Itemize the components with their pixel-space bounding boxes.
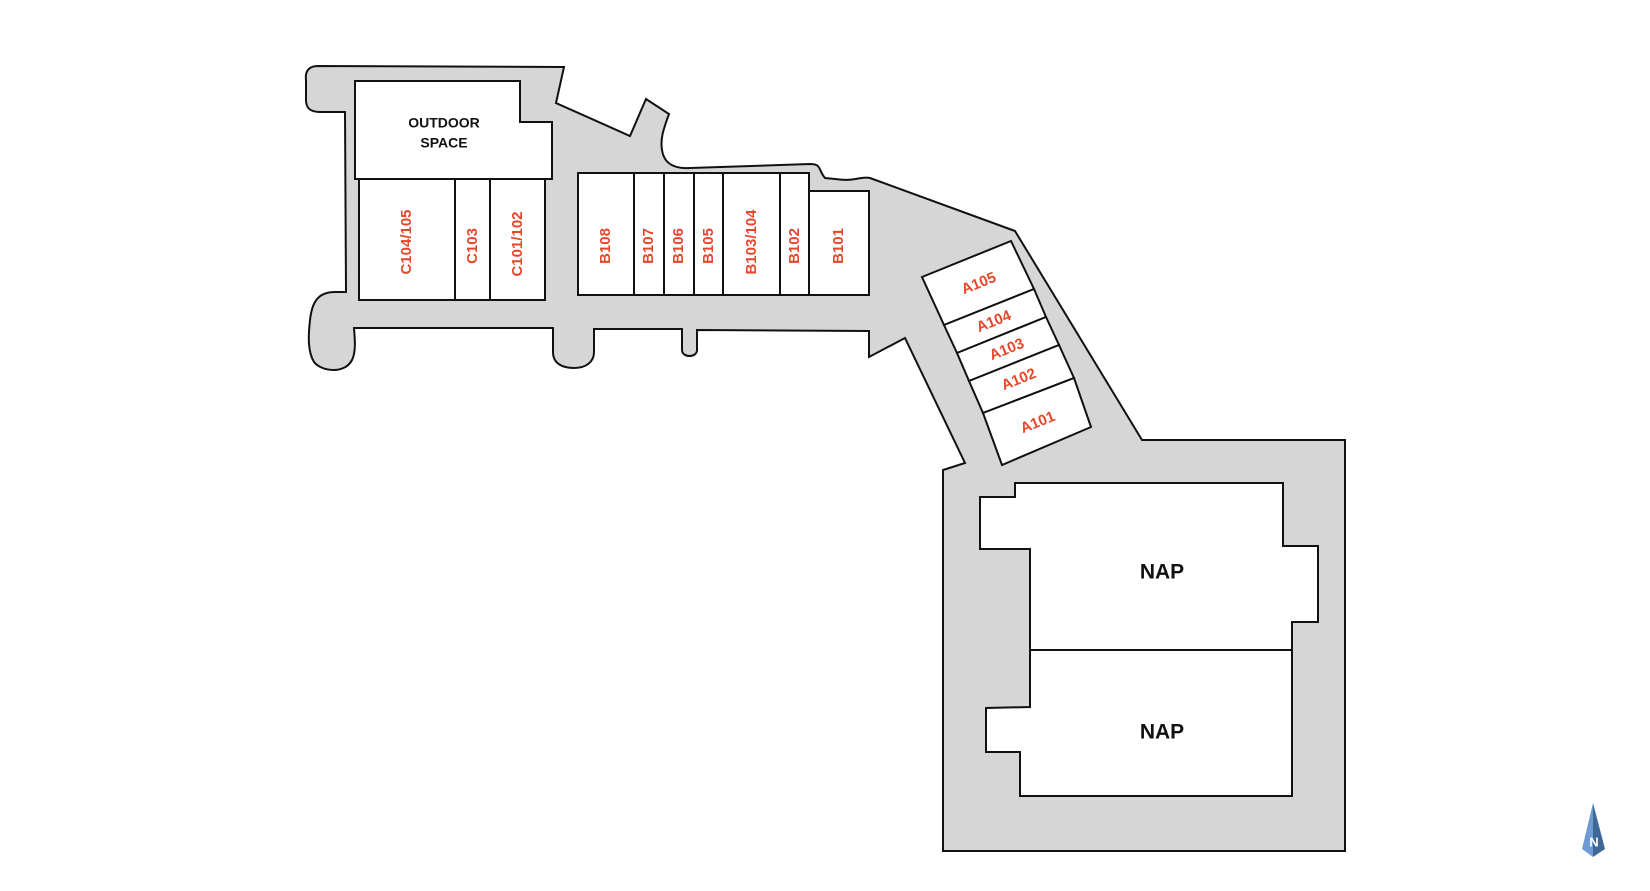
north-arrow-dark-face xyxy=(1593,803,1605,857)
north-arrow-light-face xyxy=(1582,803,1593,857)
nap-area-north[interactable] xyxy=(979,482,1319,651)
unit-b105[interactable] xyxy=(693,172,724,296)
building-c: C104/105 C103 C101/102 xyxy=(358,178,546,301)
unit-c101-102[interactable] xyxy=(489,178,546,301)
unit-b102[interactable] xyxy=(779,172,810,296)
unit-b106[interactable] xyxy=(663,172,695,296)
unit-b103-104[interactable] xyxy=(722,172,781,296)
north-arrow-icon: N xyxy=(1582,803,1605,857)
nap-area-south[interactable] xyxy=(985,649,1293,797)
unit-c103[interactable] xyxy=(454,178,491,301)
north-letter: N xyxy=(1589,834,1598,849)
nap-block: NAP NAP xyxy=(979,482,1319,797)
outdoor-space[interactable] xyxy=(354,80,553,180)
building-b: B108 B107 B106 B105 B103/104 B102 B101 xyxy=(577,172,870,296)
unit-a101[interactable] xyxy=(981,376,1093,467)
unit-b101[interactable] xyxy=(808,190,870,296)
unit-c104-105[interactable] xyxy=(358,178,456,301)
unit-b107[interactable] xyxy=(633,172,665,296)
unit-b108[interactable] xyxy=(577,172,635,296)
